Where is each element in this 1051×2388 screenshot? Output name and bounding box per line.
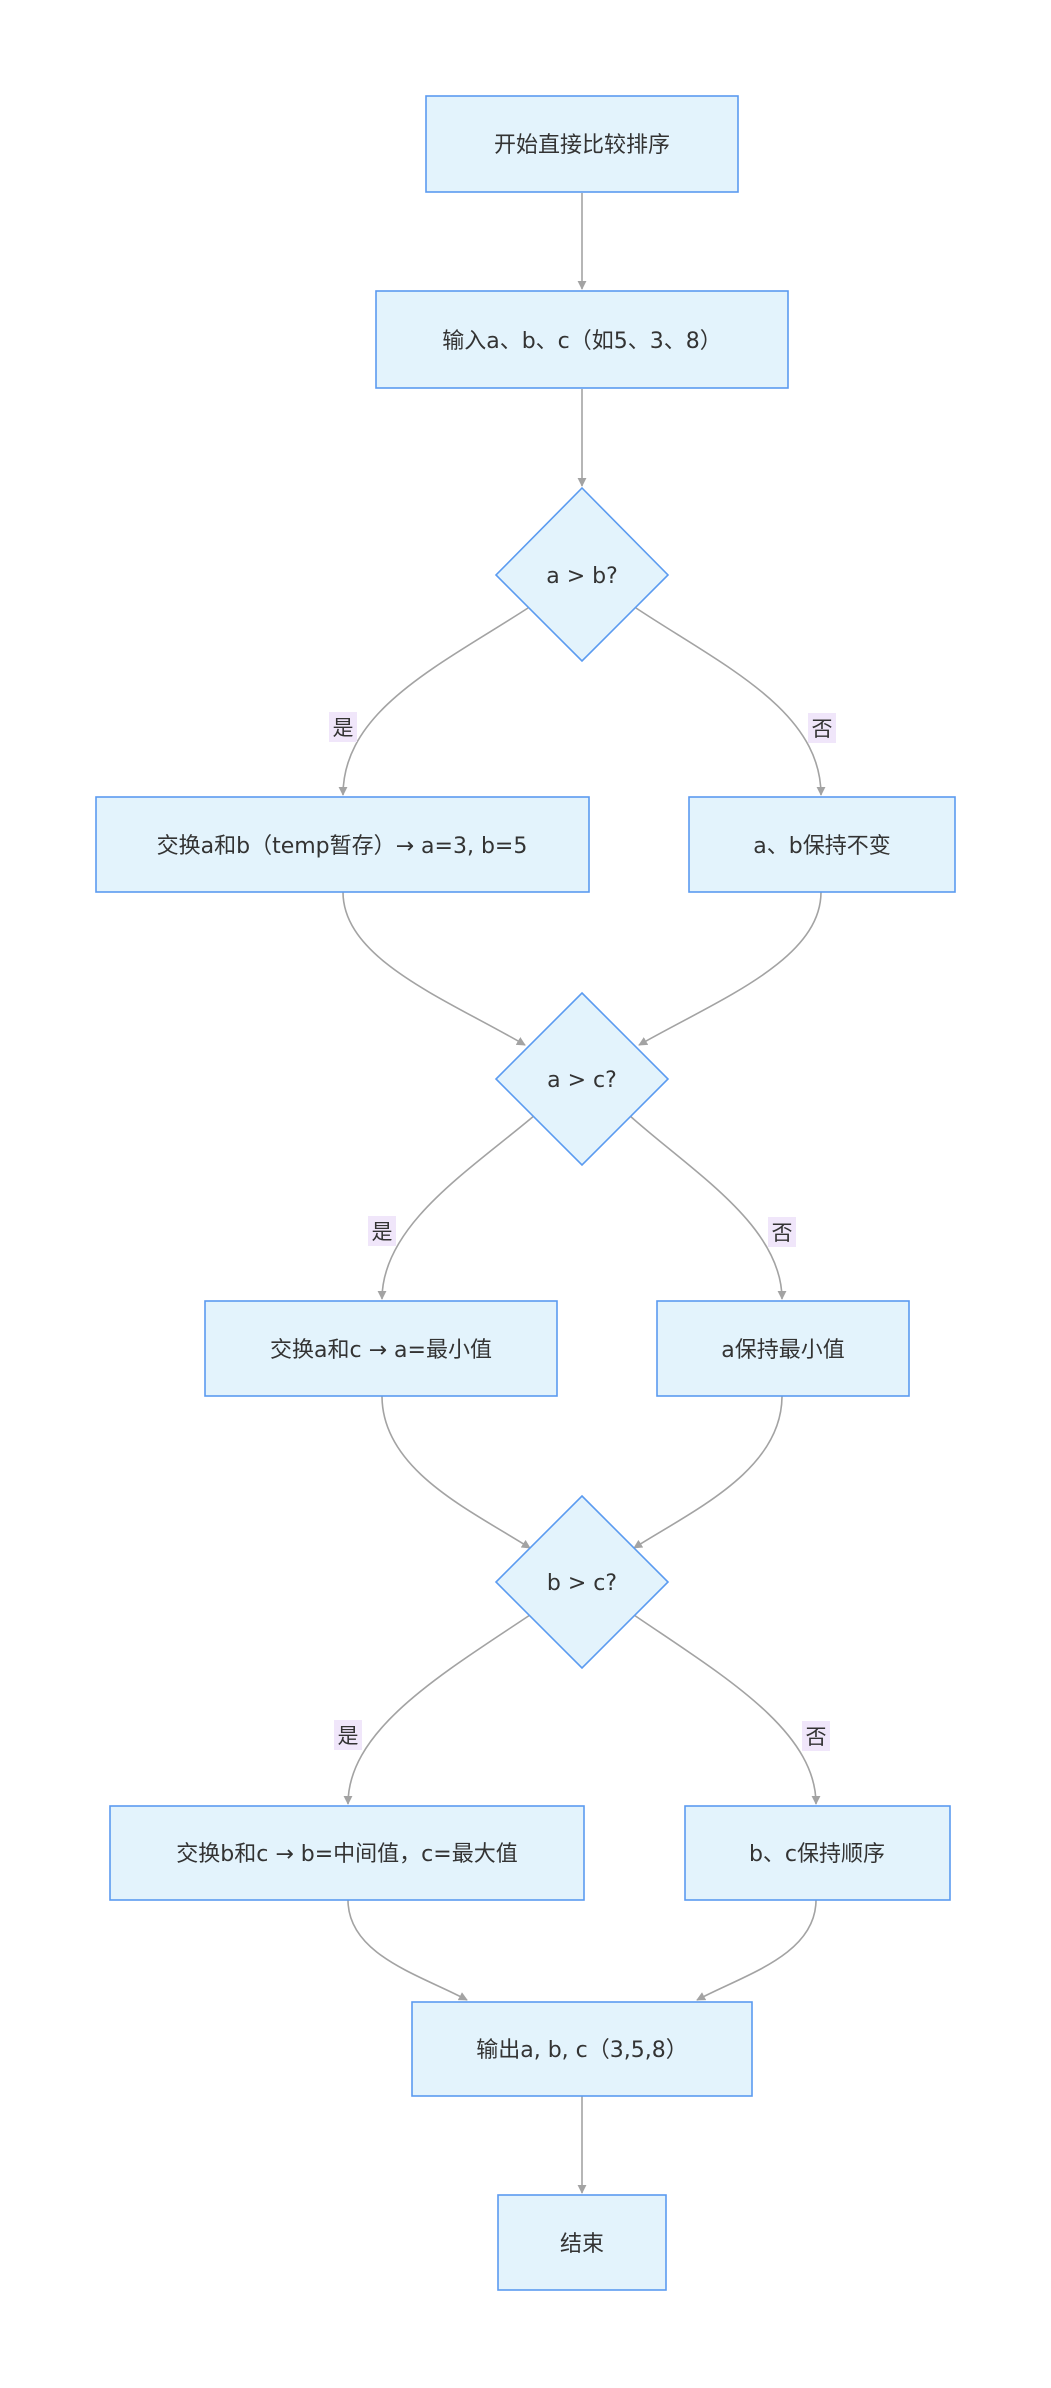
svg-text:是: 是 [338,1724,359,1748]
edge-label-ac-yes: 是 [368,1216,396,1246]
edge-label-ab-yes: 是 [329,712,357,742]
node-end: 结束 [497,2194,667,2291]
node-keep-a-b: a、b保持不变 [688,796,956,893]
decision-b-gt-c: b > c? [494,1494,670,1670]
edge-swap-ac-to-cmp-bc [381,1395,531,1549]
edge-cmp-ac-no [628,1114,787,1300]
edge-cmp-ab-no [635,607,826,796]
node-keep-b-c: b、c保持顺序 [684,1805,951,1901]
decision-a-gt-c: a > c? [494,991,670,1167]
node-start: 开始直接比较排序 [425,95,739,193]
svg-text:是: 是 [372,1220,393,1244]
node-swap-a-b: 交换a和b（temp暂存）→ a=3, b=5 [95,796,590,893]
svg-text:结束: 结束 [560,2232,604,2257]
edge-keep-ac-to-cmp-bc [633,1395,783,1549]
svg-text:交换a和c → a=最小值: 交换a和c → a=最小值 [270,1338,492,1363]
edge-swap-bc-to-output [347,1899,468,2001]
edge-label-ab-no: 否 [808,713,836,743]
svg-text:a保持最小值: a保持最小值 [721,1338,844,1363]
svg-text:开始直接比较排序: 开始直接比较排序 [494,133,670,158]
svg-text:b > c?: b > c? [547,1571,617,1596]
node-swap-b-c: 交换b和c → b=中间值，c=最大值 [109,1805,585,1901]
svg-text:交换a和b（temp暂存）→ a=3, b=5: 交换a和b（temp暂存）→ a=3, b=5 [157,834,528,859]
svg-text:a > c?: a > c? [547,1068,617,1093]
svg-text:输入a、b、c（如5、3、8）: 输入a、b、c（如5、3、8） [442,329,722,354]
svg-text:是: 是 [333,716,354,740]
edge-cmp-ab-yes [338,607,529,796]
svg-text:否: 否 [806,1725,827,1749]
edge-label-bc-yes: 是 [334,1720,362,1750]
node-output: 输出a, b, c（3,5,8） [411,2001,753,2097]
svg-text:b、c保持顺序: b、c保持顺序 [749,1842,885,1867]
svg-text:否: 否 [772,1221,793,1245]
edge-cmp-bc-yes [343,1614,531,1805]
svg-text:交换b和c → b=中间值，c=最大值: 交换b和c → b=中间值，c=最大值 [176,1842,517,1867]
edge-swap-ab-to-cmp-ac [342,891,526,1046]
decision-a-gt-b: a > b? [494,486,670,663]
node-keep-a-min: a保持最小值 [656,1300,910,1397]
edge-keep-bc-to-output [696,1899,817,2001]
svg-text:a、b保持不变: a、b保持不变 [753,834,890,859]
svg-text:a > b?: a > b? [546,564,618,589]
svg-text:否: 否 [812,717,833,741]
node-swap-a-c: 交换a和c → a=最小值 [204,1300,558,1397]
edge-label-ac-no: 否 [768,1217,796,1247]
edge-label-bc-no: 否 [802,1721,830,1751]
edge-cmp-ac-yes [377,1114,536,1300]
edge-cmp-bc-no [633,1614,821,1805]
node-input: 输入a、b、c（如5、3、8） [375,290,789,389]
svg-text:输出a, b, c（3,5,8）: 输出a, b, c（3,5,8） [476,2038,688,2063]
edge-keep-ab-to-cmp-ac [638,891,822,1046]
